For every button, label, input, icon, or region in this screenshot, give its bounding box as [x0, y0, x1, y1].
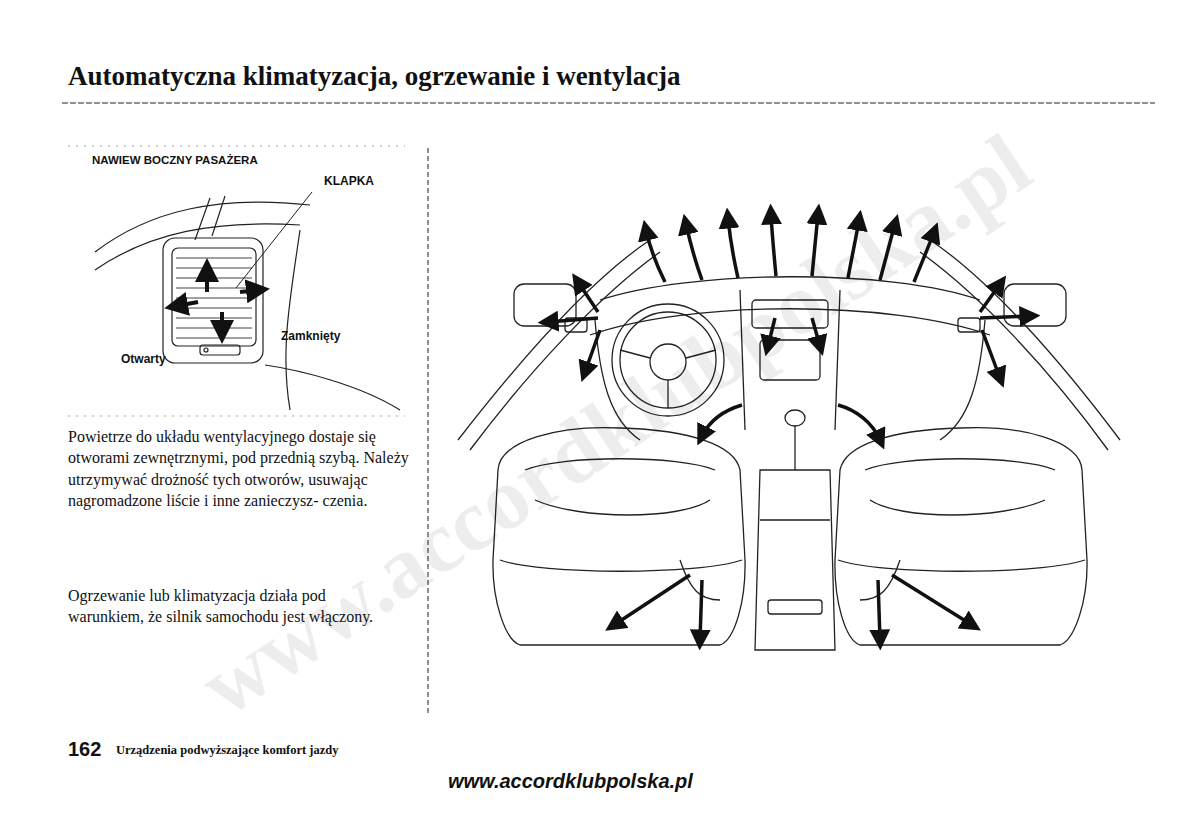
footer-url: www.accordklubpolska.pl: [448, 770, 693, 793]
part-label: KLAPKA: [324, 174, 374, 188]
watermark: www.accordklubpolska.pl: [182, 114, 1048, 737]
body-paragraph: Ogrzewanie lub klimatyzacja działa pod w…: [68, 585, 398, 628]
section-footer: Urządzenia podwyższające komfort jazdy: [116, 743, 339, 758]
part-label: Otwarty: [121, 352, 166, 366]
part-label: Zamknięty: [281, 329, 340, 343]
page-number: 162: [68, 738, 101, 761]
page-title: Automatyczna klimatyzacja, ogrzewanie i …: [68, 60, 681, 92]
body-paragraph: Powietrze do układu wentylacyjnego dosta…: [68, 426, 418, 512]
inset-heading: NAWIEW BOCZNY PASAŻERA: [92, 154, 258, 166]
